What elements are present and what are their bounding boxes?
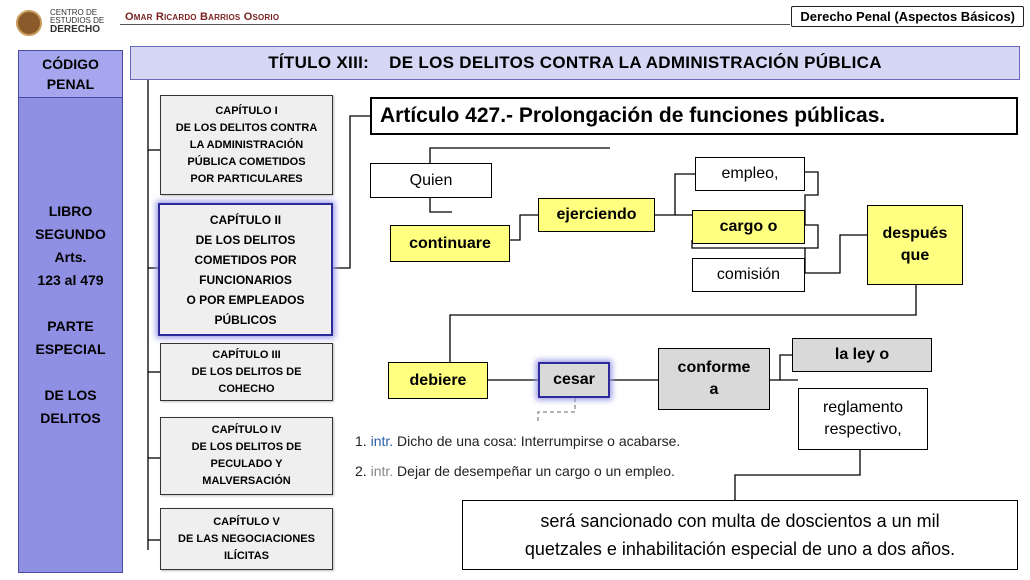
logo-emblem	[16, 10, 42, 36]
left-column	[18, 50, 123, 573]
titulo-numero: TÍTULO XIII:	[268, 53, 370, 72]
node-reglamento: reglamento respectivo,	[798, 388, 928, 450]
node-debiere: debiere	[388, 362, 488, 399]
node-cargo: cargo o	[692, 210, 805, 244]
definicion-1: 1. intr. Dicho de una cosa: Interrumpirs…	[355, 433, 681, 449]
node-continuare: continuare	[390, 225, 510, 262]
titulo-banner: TÍTULO XIII: DE LOS DELITOS CONTRA LA AD…	[130, 46, 1020, 80]
header-rule	[120, 24, 790, 25]
libro-segundo-label: LIBRO SEGUNDO Arts. 123 al 479 PARTE ESP…	[35, 203, 106, 426]
capitulo-1: CAPÍTULO I DE LOS DELITOS CONTRA LA ADMI…	[160, 95, 333, 195]
node-despues-que: después que	[867, 205, 963, 285]
node-quien: Quien	[370, 163, 492, 198]
capitulo-3: CAPÍTULO III DE LOS DELITOS DE COHECHO	[160, 343, 333, 401]
definicion-2: 2. intr. Dejar de desempeñar un cargo o …	[355, 463, 675, 479]
titulo-texto: DE LOS DELITOS CONTRA LA ADMINISTRACIÓN …	[389, 53, 882, 72]
capitulo-5: CAPÍTULO V DE LAS NEGOCIACIONES ILÍCITAS	[160, 508, 333, 570]
node-comision: comisión	[692, 258, 805, 292]
logo-line-2: ESTUDIOS DE	[50, 16, 105, 25]
course-title: Derecho Penal (Aspectos Básicos)	[791, 6, 1024, 27]
node-empleo: empleo,	[695, 157, 805, 191]
node-la-ley: la ley o	[792, 338, 932, 372]
articulo-titulo: Artículo 427.- Prolongación de funciones…	[370, 97, 1018, 135]
node-conforme-a: conforme a	[658, 348, 770, 410]
author-name: Omar Ricardo Barrios Osorio	[125, 11, 280, 23]
codigo-penal-label: CÓDIGO PENAL	[18, 50, 123, 98]
node-cesar: cesar	[538, 362, 610, 398]
sancion-texto: será sancionado con multa de doscientos …	[462, 500, 1018, 570]
capitulo-2: CAPÍTULO II DE LOS DELITOS COMETIDOS POR…	[158, 203, 333, 336]
logo-line-1: CENTRO DE	[50, 8, 98, 17]
node-ejerciendo: ejerciendo	[538, 198, 655, 232]
logo-text: CENTRO DE ESTUDIOS DE DERECHO	[50, 9, 110, 35]
logo-line-3: DERECHO	[50, 24, 101, 35]
capitulo-4: CAPÍTULO IV DE LOS DELITOS DE PECULADO Y…	[160, 417, 333, 495]
